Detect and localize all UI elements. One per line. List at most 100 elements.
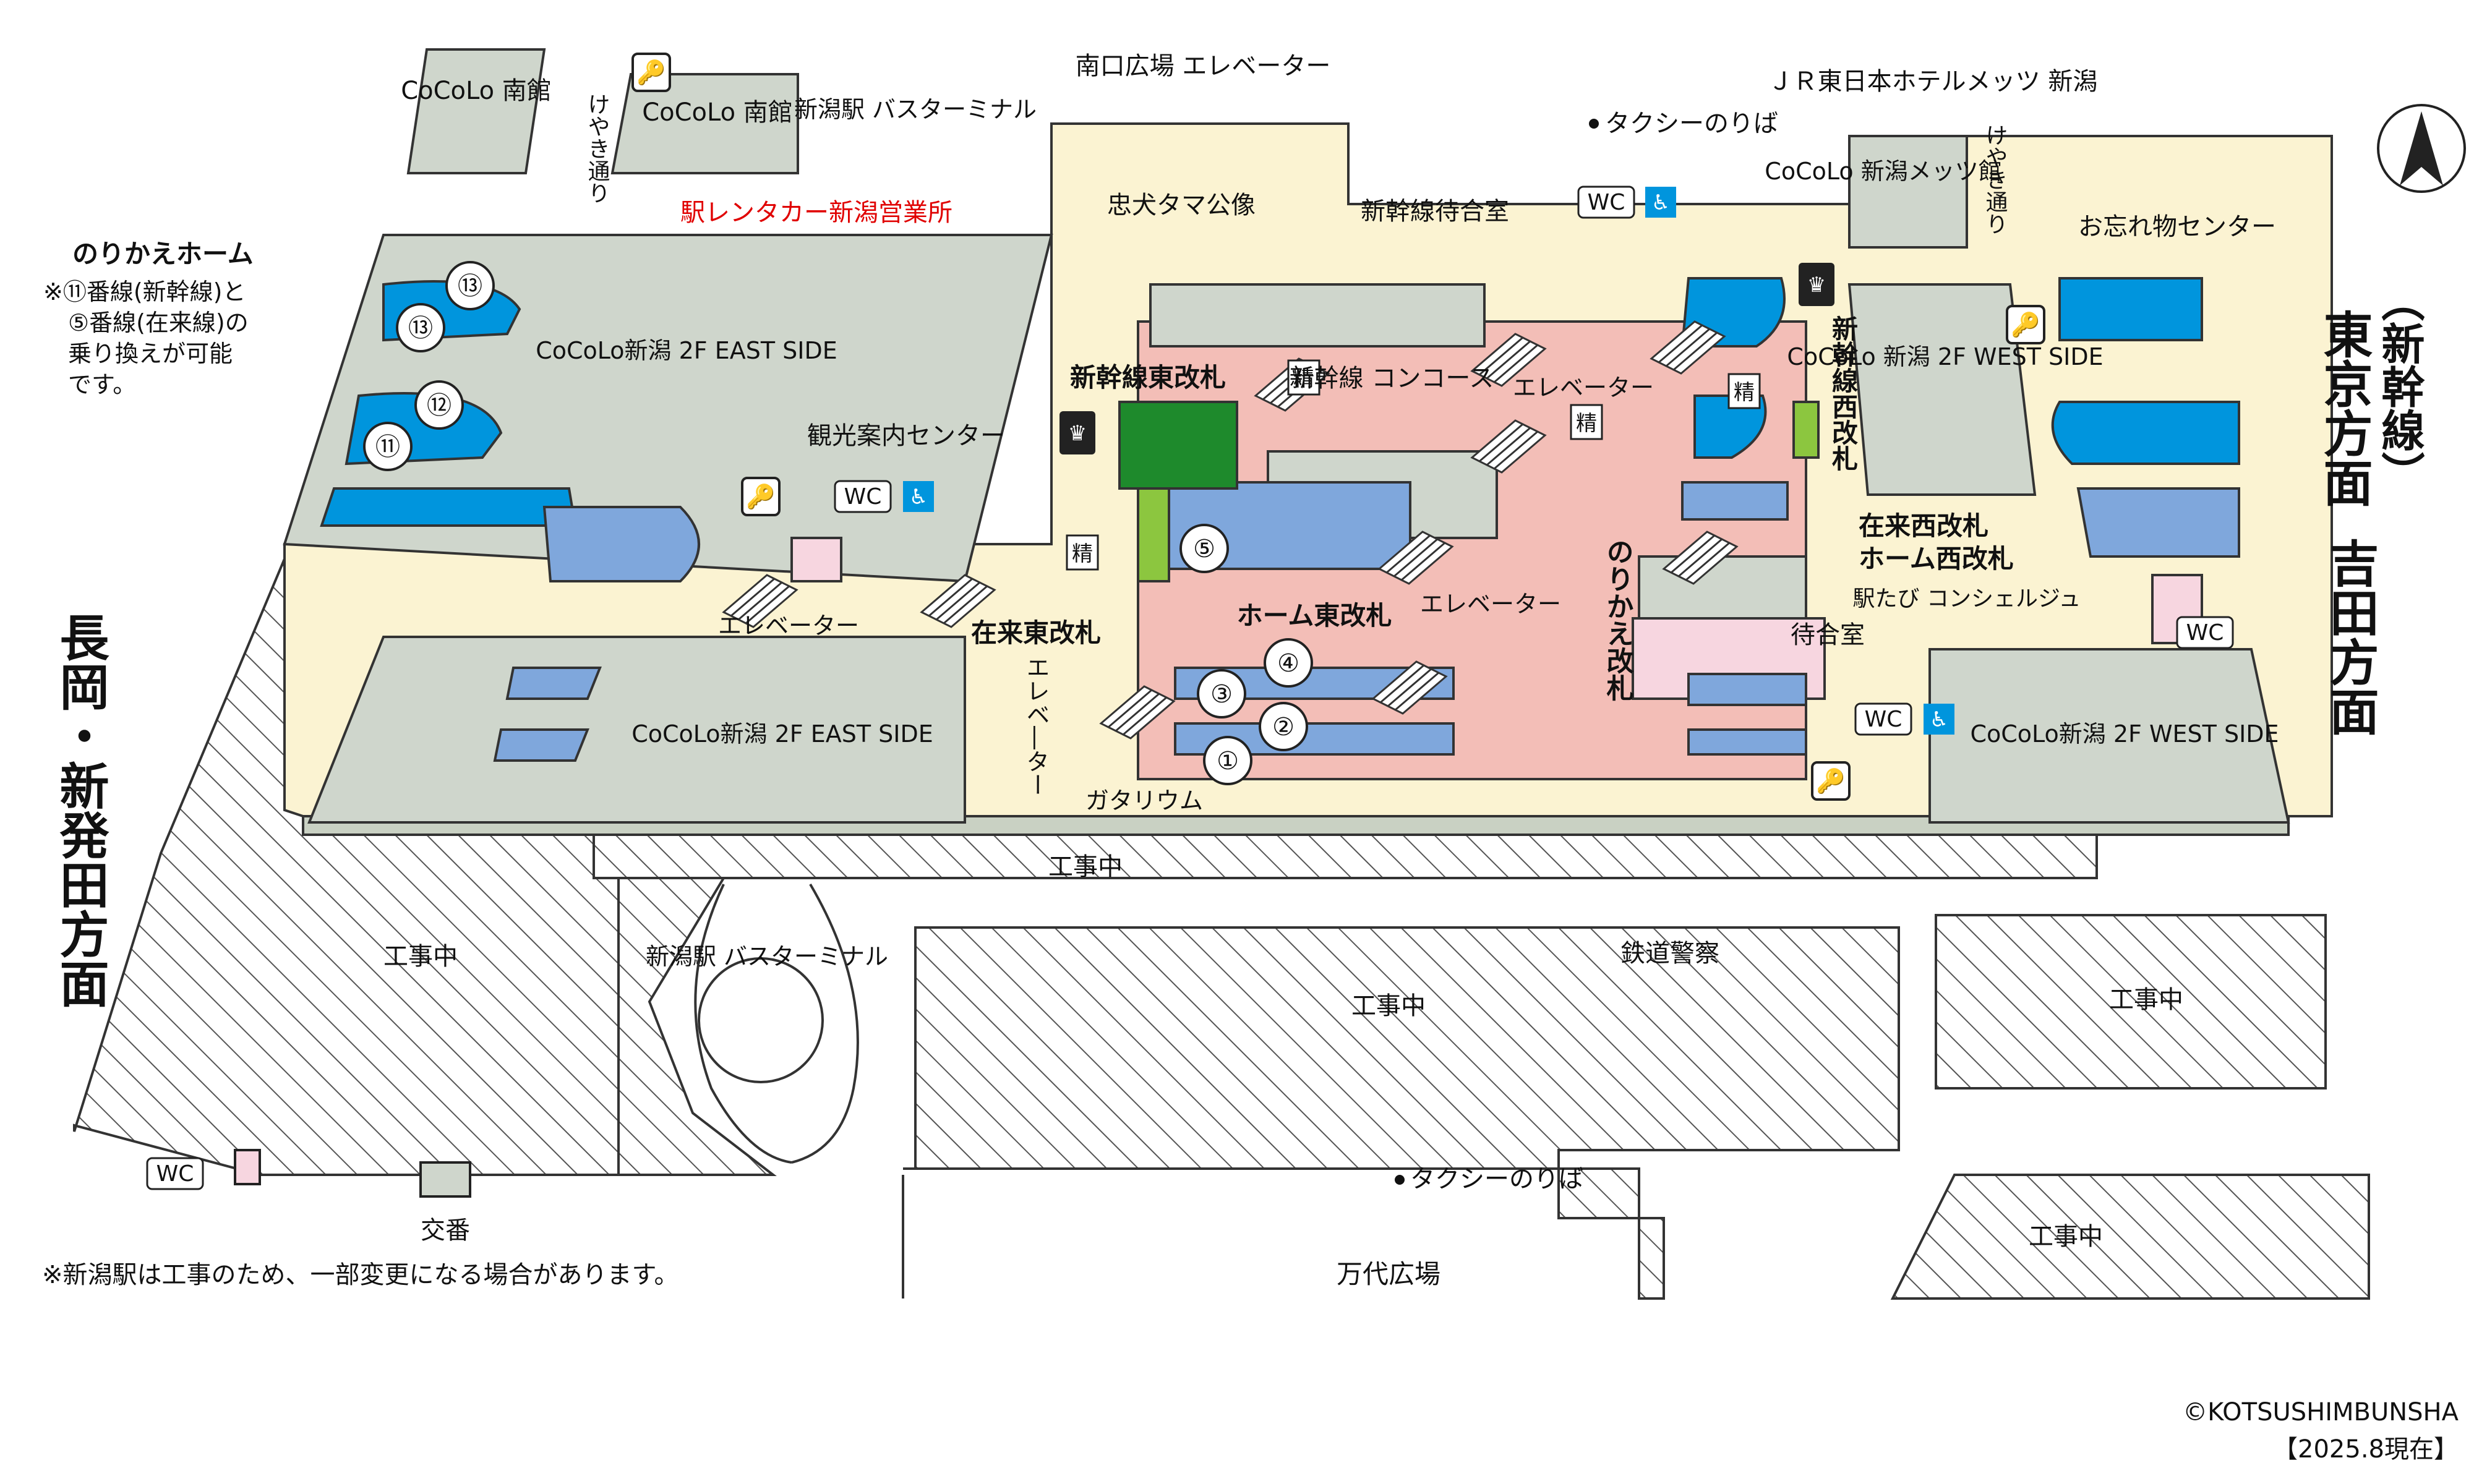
svg-text:♛: ♛ — [1807, 273, 1826, 297]
label-waiting-room: 待合室 — [1791, 621, 1865, 649]
construction-areas — [73, 543, 2370, 1300]
label-taxi-north: タクシーのりば — [1605, 109, 1778, 138]
label-construction-2: 工事中 — [383, 942, 458, 971]
construction-area-center — [914, 926, 1900, 1300]
taxi-dot-south — [1395, 1175, 1405, 1185]
gate-home-east: ホーム東改札 — [1237, 600, 1392, 631]
label-construction-3: 工事中 — [1351, 992, 1426, 1020]
gate-shinkansen-east: 新幹線東改札 — [1070, 362, 1226, 393]
gate-norikae: のりかえ改札 — [1602, 538, 1634, 701]
platform-12: ⑫ — [414, 380, 464, 430]
platform-1: ① — [1203, 736, 1252, 785]
label-tama: 忠犬タマ公像 — [1107, 191, 1256, 220]
taxi-dot-north — [1589, 119, 1599, 129]
platform-5: ⑤ — [1179, 524, 1229, 573]
label-construction-4: 工事中 — [2109, 986, 2183, 1014]
svg-text:WC: WC — [844, 484, 882, 510]
label-gatarium: ガタリウム — [1085, 787, 1203, 814]
svg-text:⑬: ⑬ — [408, 314, 433, 343]
label-bandai: 万代広場 — [1337, 1259, 1440, 1289]
label-shinkansen-waiting: 新幹線待合室 — [1361, 197, 1509, 226]
svg-text:♿: ♿ — [909, 485, 928, 510]
platform-13: ⑬ — [396, 303, 445, 352]
facility-badges: WC WC WC WC WC ♿ ♿ ♿ 精 精 精 精 🔑 🔑 🔑 🔑 ♛ ♛ — [146, 53, 2466, 1198]
label-cocolo-minami-1: CoCoLo 南館 — [401, 77, 552, 105]
koban-icon — [419, 1161, 471, 1198]
svg-text:WC: WC — [2186, 620, 2224, 646]
svg-text:WC: WC — [1865, 707, 1903, 732]
norikae-note-line2: ⑤番線(在来線)の — [68, 309, 249, 336]
label-cocolo-west-lower: CoCoLo新潟 2F WEST SIDE — [1970, 720, 2279, 748]
shinkansen-east-gate-area — [1118, 401, 1238, 490]
label-rentacar: 駅レンタカー新潟営業所 — [680, 198, 952, 227]
locker-icon-3: 🔑 — [2006, 305, 2045, 344]
svg-text:②: ② — [1272, 713, 1295, 741]
footer-note: ※新潟駅は工事のため、一部変更になる場合があります。 — [42, 1261, 679, 1289]
label-elevator-concourse: エレベーター — [1513, 374, 1654, 401]
label-cocolo-mets: CoCoLo 新潟メッツ館 — [1765, 158, 2001, 185]
platform-3: ③ — [1197, 669, 1246, 719]
wc-badge-west: WC — [1854, 702, 1912, 736]
platform-14: ⑬ — [445, 261, 495, 310]
accessible-icon-east: ♿ — [903, 481, 934, 512]
seisan-badge-1: 精 — [1287, 359, 1320, 396]
label-concierge: 駅たび コンシェルジュ — [1853, 586, 2081, 612]
label-bus-terminal-south: 新潟駅 バスターミナル — [646, 943, 888, 970]
construction-area-middle-strip — [593, 834, 2098, 879]
svg-text:④: ④ — [1277, 649, 1299, 678]
seisan-badge-3: 精 — [1570, 404, 1603, 440]
svg-text:🔑: 🔑 — [746, 482, 775, 511]
wc-badge-far-west: WC — [2176, 616, 2234, 649]
south-plaza — [694, 883, 1640, 1298]
svg-text:♿: ♿ — [1651, 190, 1670, 215]
label-cocolo-minami-2: CoCoLo 南館 — [642, 98, 793, 127]
construction-area-southeast — [1890, 1174, 2370, 1300]
cocolo-minami-building-1 — [406, 48, 546, 174]
norikae-note-line3: 乗り換えが可能 — [68, 340, 233, 367]
label-taxi-south: タクシーのりば — [1410, 1165, 1583, 1193]
wc-badge-south: WC — [146, 1157, 204, 1190]
norikae-note-title: のりかえホーム — [72, 239, 254, 269]
platform-2: ② — [1259, 702, 1308, 751]
direction-shinkansen: （新幹線） — [2374, 278, 2425, 495]
construction-area-bus-left — [617, 877, 777, 1176]
svg-text:⑫: ⑫ — [427, 391, 452, 420]
copyright: ©KOTSUSHIMBUNSHA — [2183, 1398, 2459, 1426]
gate-home-west: ホーム西改札 — [1859, 544, 2014, 574]
wc-building-south — [234, 1149, 261, 1185]
direction-yoshida: 吉田方面 — [2322, 538, 2379, 736]
svg-text:♿: ♿ — [1930, 707, 1948, 732]
svg-text:精: 精 — [1734, 380, 1755, 405]
label-hotel-mets: ＪＲ東日本ホテルメッツ 新潟 — [1768, 67, 2098, 96]
svg-text:①: ① — [1217, 747, 1239, 775]
wc-badge-east: WC — [834, 480, 892, 513]
platform-11: ⑪ — [363, 422, 413, 471]
svg-text:精: 精 — [1293, 367, 1314, 391]
cocolo-east-lower-building — [307, 636, 966, 824]
label-keyaki-right: けやき通り — [1982, 124, 2008, 235]
svg-text:精: 精 — [1576, 411, 1597, 436]
label-cocolo-east-upper: CoCoLo新潟 2F EAST SIDE — [536, 337, 837, 364]
locker-icon-1: 🔑 — [631, 53, 671, 92]
ticket-office-icon-1: ♛ — [1059, 411, 1095, 454]
label-minamiguchi-elevator: 南口広場 エレベーター — [1076, 52, 1331, 80]
label-tourist-center: 観光案内センター — [807, 422, 1005, 450]
svg-text:③: ③ — [1210, 680, 1233, 709]
svg-text:⑬: ⑬ — [458, 272, 482, 301]
label-shinkansen-concourse: 新幹線 コンコース — [1290, 364, 1494, 393]
compass-icon — [2377, 104, 2466, 193]
label-elevator-home: エレベ―ター — [1022, 655, 1050, 796]
svg-text:♛: ♛ — [1068, 421, 1087, 446]
gate-zairai-west: 在来西改札 — [1859, 511, 1988, 541]
cocolo-west-upper-building — [1847, 283, 2037, 496]
label-koban: 交番 — [421, 1216, 470, 1245]
label-bus-terminal-north: 新潟駅 バスターミナル — [794, 96, 1037, 123]
cocolo-west-lower-building — [1928, 648, 2290, 824]
seisan-badge-4: 精 — [1727, 373, 1761, 409]
accessible-icon-west: ♿ — [1924, 704, 1954, 735]
zairai-east-gate-area — [1137, 487, 1170, 582]
labels: のりかえホーム ※⑪番線(新幹線)と ⑤番線(在来線)の 乗り換えが可能 です。… — [42, 52, 2459, 1464]
svg-text:🔑: 🔑 — [1816, 767, 1845, 795]
svg-text:⑤: ⑤ — [1193, 535, 1215, 563]
label-elevator-center: エレベーター — [1420, 591, 1561, 618]
